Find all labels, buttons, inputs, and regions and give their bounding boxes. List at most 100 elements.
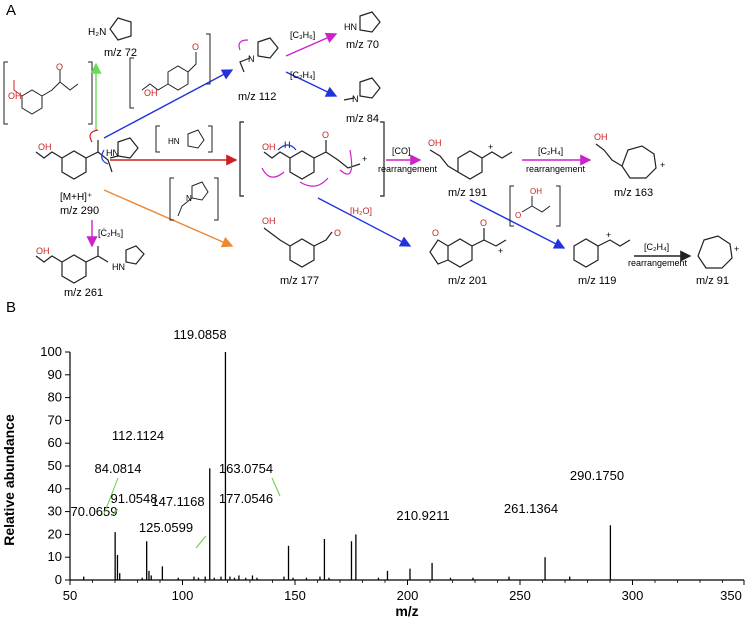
y-tick-label: 50 <box>48 458 62 473</box>
peak-label: 84.0814 <box>95 461 142 476</box>
arrow-blue-119 <box>469 199 566 249</box>
x-tick-label: 200 <box>397 588 419 603</box>
x-tick-label: 100 <box>172 588 194 603</box>
label-mz191: m/z 191 <box>448 187 487 199</box>
atom-h2n: H₂N <box>88 27 106 38</box>
x-tick-label: 150 <box>284 588 306 603</box>
loss-c2h4-top: [C₂H₄] <box>290 70 315 80</box>
label-mz119: m/z 119 <box>578 275 616 287</box>
y-tick-label: 60 <box>48 435 62 450</box>
loss-h2o: [H₂O] <box>350 206 372 216</box>
structure-mz261 <box>35 245 145 284</box>
label-mh: [M+H]⁺ <box>60 192 92 203</box>
label-mz72: m/z 72 <box>104 47 137 59</box>
atom-oh-acrylic: OH <box>530 187 542 196</box>
neutral-acrylic-acid <box>509 185 561 227</box>
label-mz112: m/z 112 <box>238 91 276 103</box>
panel-b-label: B <box>6 300 16 316</box>
peak-label: 290.1750 <box>570 468 624 483</box>
arrow-magenta-70 <box>285 32 338 57</box>
curly-arrow-112 <box>238 39 249 51</box>
atom-o-112-neutral: O <box>192 42 199 52</box>
charge-int: + <box>362 154 367 164</box>
atom-o-acrylic: O <box>515 211 521 220</box>
label-mz201: m/z 201 <box>448 275 487 287</box>
atom-hn-neutral: HN <box>168 137 180 146</box>
atom-oh-177: OH <box>262 216 276 226</box>
label-mz261: m/z 261 <box>64 287 103 299</box>
peak-label: 163.0754 <box>219 461 273 476</box>
neutral-pyrrolidine <box>155 125 213 153</box>
atom-o-int: O <box>322 130 329 140</box>
atom-hn-70: HN <box>344 22 357 32</box>
peak-label-leader <box>103 477 119 515</box>
x-tick-label: 350 <box>720 588 742 603</box>
peak-label-leader <box>195 535 207 549</box>
fragmentation-scheme: A H₂N m/z 72 OH O OH HN [M+H]⁺ m/z 290 [… <box>3 2 739 299</box>
label-mz70: m/z 70 <box>346 39 379 51</box>
peak-label: 119.0858 <box>173 327 226 342</box>
y-tick-label: 90 <box>48 367 62 382</box>
curly-arrow-precursor <box>89 129 99 143</box>
loss-co: [CO] <box>392 146 411 156</box>
rearr-c2h4-mid: rearrangement <box>526 164 586 174</box>
label-mz290: m/z 290 <box>60 205 99 217</box>
curly-arrows-int <box>261 149 353 187</box>
atom-oh-left: OH <box>8 91 22 101</box>
peak-label: 112.1124 <box>112 428 164 443</box>
peak-label: 147.1168 <box>151 494 204 509</box>
loss-c2h4-mid: [C₂H₄] <box>538 146 563 156</box>
atom-oh-261: OH <box>36 246 50 256</box>
structure-precursor <box>35 137 139 180</box>
peak-label: 91.0548 <box>111 491 158 506</box>
loss-c3h6: [C₃H₆] <box>290 30 315 40</box>
y-axis-label: Relative abundance <box>1 414 17 546</box>
atom-o-201a: O <box>432 228 439 238</box>
label-mz91: m/z 91 <box>696 275 729 287</box>
loss-c2h5: [Ċ₂H₅] <box>98 228 123 238</box>
rearr-c2h4-bot: rearrangement <box>628 258 688 268</box>
chart-peak-labels: 70.0659 84.0814 91.0548 112.1124 119.0858 125… <box>71 327 624 549</box>
structure-mz72 <box>109 17 132 41</box>
charge-191: + <box>488 142 493 152</box>
atom-hn-precursor: HN <box>106 148 119 158</box>
structure-intermediate <box>239 121 385 197</box>
y-tick-label: 40 <box>48 481 62 496</box>
chart-peaks <box>83 352 612 580</box>
curly-arrow-int-blue <box>277 144 297 151</box>
y-tick-label: 100 <box>40 344 62 359</box>
peak-label-leader <box>111 508 119 517</box>
y-tick-label: 0 <box>55 572 62 587</box>
atom-n-enamine: N <box>186 194 192 203</box>
arrow-orange <box>103 189 234 248</box>
atom-oh-191: OH <box>428 138 442 148</box>
structure-mz112 <box>239 37 279 73</box>
structure-mz177 <box>263 227 333 268</box>
atom-oh-int: OH <box>262 142 276 152</box>
peak-label: 70.0659 <box>71 504 118 519</box>
charge-91: + <box>734 244 739 254</box>
arrow-blue-h2o <box>317 197 412 247</box>
x-tick-label: 250 <box>509 588 531 603</box>
peak-label: 125.0599 <box>139 520 193 535</box>
y-tick-label: 70 <box>48 412 62 427</box>
y-tick-label: 10 <box>48 549 62 564</box>
atom-o-201b: O <box>480 218 487 228</box>
panel-a-label: A <box>6 2 16 19</box>
peak-label: 210.9211 <box>396 508 449 523</box>
atom-oh-precursor: OH <box>38 142 52 152</box>
atom-oh-163: OH <box>594 132 608 142</box>
atom-oh-112-neutral: OH <box>144 88 158 98</box>
structure-mz91 <box>697 235 733 269</box>
neutral-enamine <box>169 177 219 221</box>
loss-c2h4-bot: [C₂H₄] <box>644 242 669 252</box>
x-axis-label: m/z <box>395 603 418 619</box>
charge-119: + <box>606 230 611 240</box>
structure-mz119 <box>573 238 631 268</box>
atom-o-177: O <box>334 228 341 238</box>
x-tick-label: 300 <box>622 588 644 603</box>
peak-label-leader <box>271 477 281 497</box>
charge-163: + <box>660 160 665 170</box>
y-tick-label: 20 <box>48 526 62 541</box>
